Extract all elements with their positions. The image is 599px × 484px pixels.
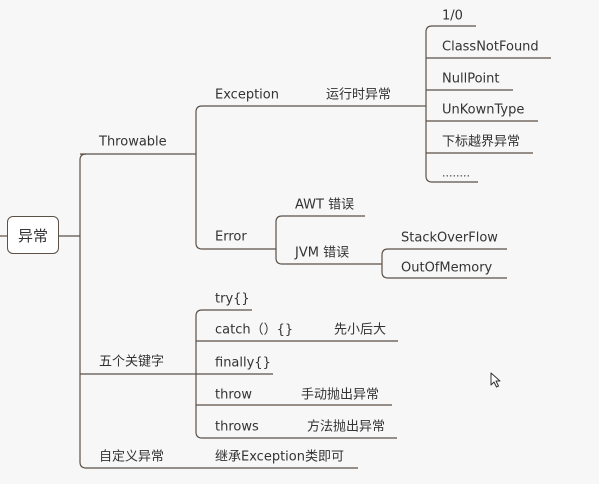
node-throws[interactable]: throws [215, 419, 259, 435]
node-throwable[interactable]: Throwable [99, 134, 167, 150]
node-finally[interactable]: finally{} [215, 355, 271, 371]
node-catch[interactable]: catch（）{} [215, 322, 294, 338]
throwable-spine [195, 105, 203, 250]
node-runtime-exception[interactable]: 运行时异常 [326, 87, 392, 103]
node-catch-note[interactable]: 先小后大 [334, 322, 387, 338]
jvm-spine [381, 248, 389, 279]
node-runtime-item[interactable]: ........ [442, 166, 470, 180]
node-keywords[interactable]: 五个关键字 [99, 354, 165, 370]
node-runtime-item[interactable]: 下标越界异常 [442, 134, 521, 150]
node-custom-note[interactable]: 继承Exception类即可 [215, 449, 344, 465]
mouse-cursor-icon [490, 372, 501, 388]
node-runtime-item[interactable]: ClassNotFound [442, 39, 539, 55]
level1-spine [79, 153, 87, 469]
node-runtime-item[interactable]: UnKownType [442, 102, 525, 118]
node-runtime-item[interactable]: NullPoint [442, 71, 500, 87]
node-throw[interactable]: throw [215, 387, 252, 403]
node-throw-note[interactable]: 手动抛出异常 [301, 387, 380, 403]
node-error[interactable]: Error [215, 229, 247, 245]
node-custom-exception[interactable]: 自定义异常 [99, 449, 165, 465]
node-throws-note[interactable]: 方法抛出异常 [307, 419, 386, 435]
node-awt-error[interactable]: AWT 错误 [295, 197, 355, 213]
node-try[interactable]: try{} [215, 291, 250, 307]
node-stack-overflow[interactable]: StackOverFlow [401, 230, 498, 246]
node-jvm-error[interactable]: JVM 错误 [295, 245, 350, 261]
node-exception[interactable]: Exception [215, 87, 279, 103]
node-out-of-memory[interactable]: OutOfMemory [401, 260, 493, 276]
error-spine [275, 215, 283, 265]
root-node[interactable]: 异常 [7, 216, 59, 254]
runtime-spine [425, 25, 433, 183]
node-runtime-item[interactable]: 1/0 [442, 8, 463, 24]
